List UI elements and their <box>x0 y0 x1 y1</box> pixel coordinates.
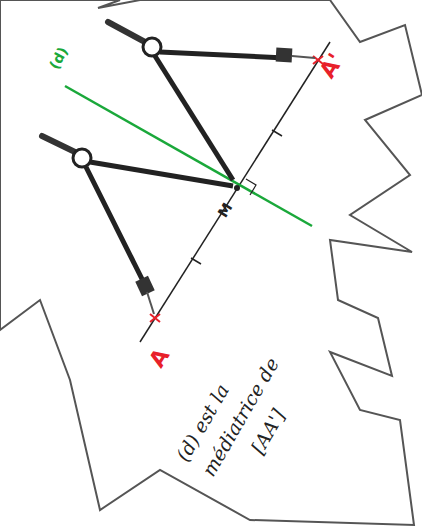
midpoint-dot <box>234 185 240 191</box>
segment <box>140 42 330 342</box>
point-marks <box>150 56 323 322</box>
compass <box>42 136 233 314</box>
equal-tick <box>191 258 201 264</box>
right-angle-mark <box>246 179 256 195</box>
compass <box>108 22 315 180</box>
equal-tick <box>272 130 282 136</box>
